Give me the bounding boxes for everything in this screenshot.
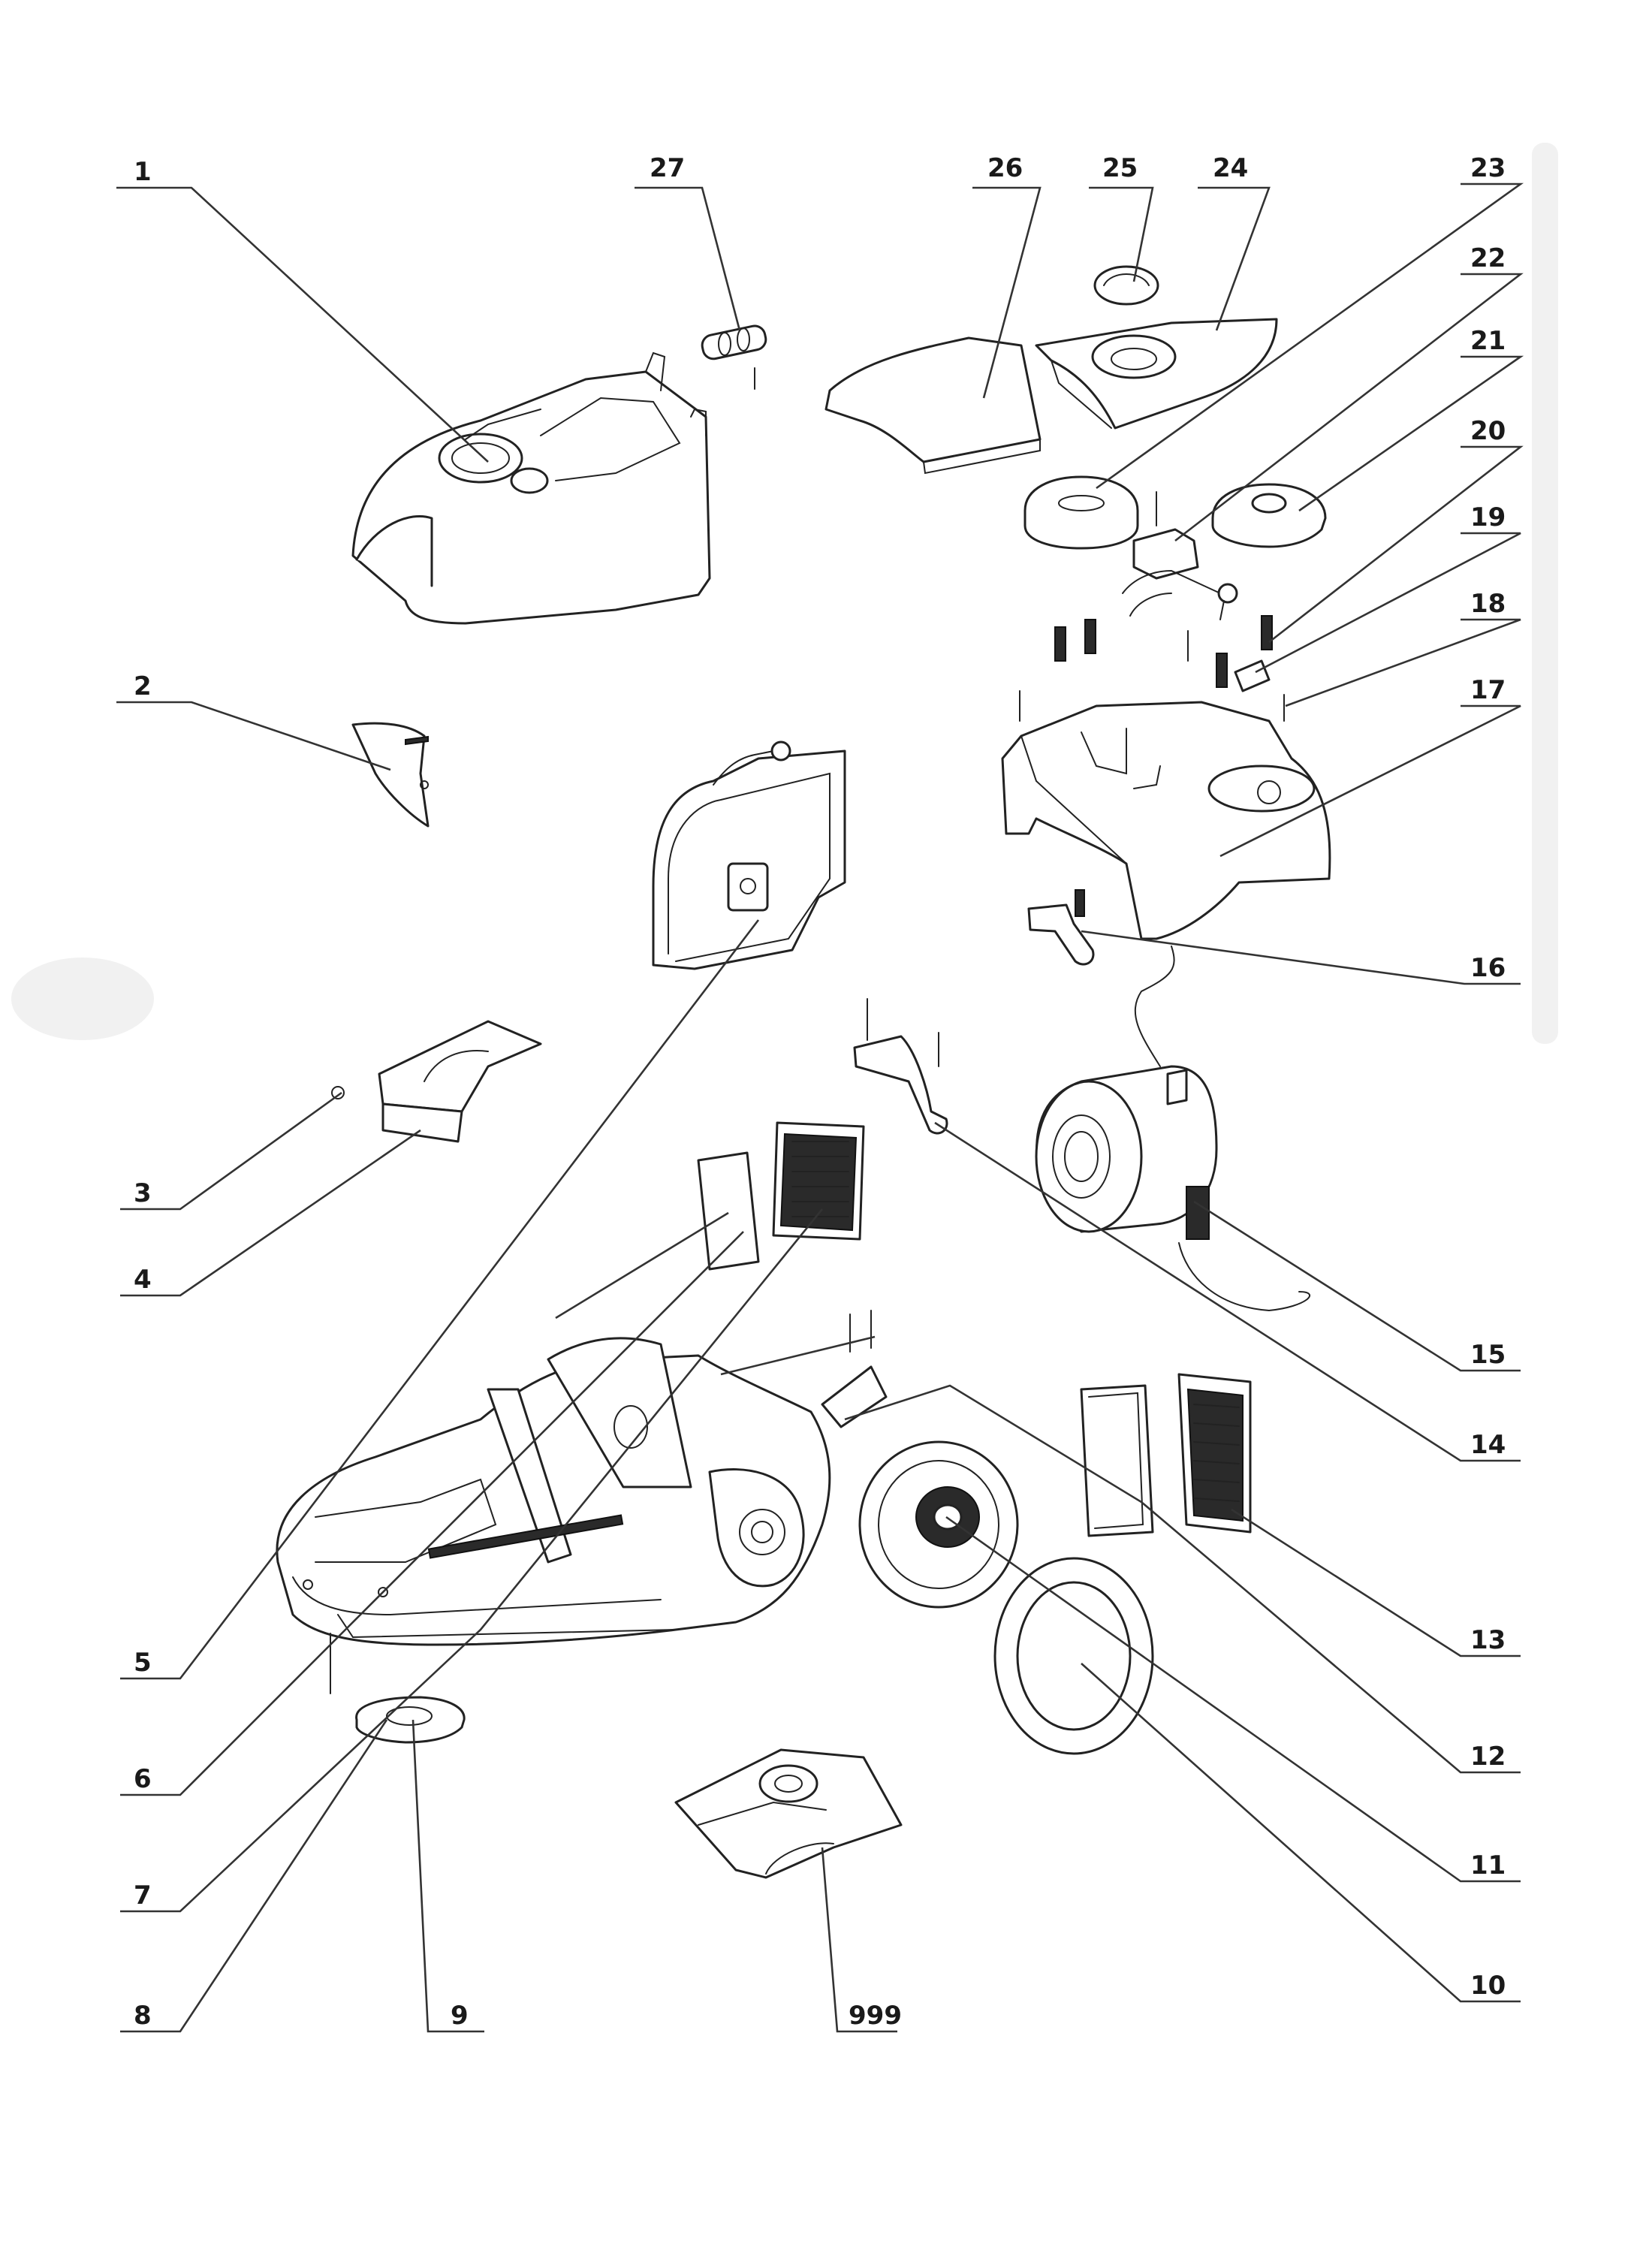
callout-14: 14	[1470, 1430, 1506, 1460]
part-8-grille-filter	[772, 1121, 865, 1241]
part-16-bracket	[1027, 903, 1095, 966]
callout-11: 11	[1470, 1850, 1506, 1881]
callout-10: 10	[1470, 1971, 1506, 2001]
callout-12: 12	[1470, 1742, 1506, 1772]
callout-9: 9	[451, 2001, 469, 2031]
part-26-lid	[824, 336, 1042, 475]
part-1-top-cover	[351, 351, 711, 625]
callout-19: 19	[1470, 502, 1506, 532]
callout-6: 6	[134, 1764, 152, 1794]
callout-4: 4	[134, 1265, 152, 1295]
part-21-disc-cap	[1211, 483, 1327, 548]
callout-22: 22	[1470, 243, 1506, 273]
callout-999: 999	[849, 2001, 902, 2031]
part-27-valve	[701, 324, 767, 390]
part-23-disc-cap	[1023, 475, 1139, 550]
part-13-grille	[1177, 1373, 1252, 1534]
part-15-motor	[1035, 946, 1310, 1312]
callout-26: 26	[987, 153, 1023, 183]
part-5-bag-holder	[652, 740, 846, 970]
callout-7: 7	[134, 1881, 152, 1911]
callout-3: 3	[134, 1178, 152, 1208]
callout-17: 17	[1470, 675, 1506, 705]
callout-16: 16	[1470, 953, 1506, 983]
part-9-caster	[355, 1696, 466, 1744]
part-7-filter-pad	[697, 1151, 760, 1271]
callout-23: 23	[1470, 153, 1506, 183]
part-10-ring	[993, 1557, 1154, 1755]
part-17-motor-housing	[1001, 701, 1331, 940]
callout-25: 25	[1102, 153, 1138, 183]
leader-lines	[116, 182, 1524, 2033]
part-999-dust-bag	[674, 1748, 903, 1879]
part-25-dome	[1093, 265, 1159, 306]
callout-13: 13	[1470, 1625, 1506, 1655]
part-2-flap	[351, 722, 430, 828]
scan-smudge-left	[11, 958, 154, 1040]
callout-8: 8	[134, 2001, 152, 2031]
part-24-top-panel	[1035, 318, 1278, 430]
part-14-clamp	[853, 998, 948, 1135]
part-19-clip	[1234, 659, 1271, 692]
callout-20: 20	[1470, 416, 1506, 446]
callout-5: 5	[134, 1648, 152, 1678]
callout-15: 15	[1470, 1340, 1506, 1370]
part-11-round-housing	[821, 1310, 1019, 1609]
callout-24: 24	[1213, 153, 1248, 183]
base-body	[276, 1337, 831, 1694]
callout-27: 27	[650, 153, 685, 183]
scan-smudge-right	[1532, 143, 1558, 1044]
callout-21: 21	[1470, 326, 1506, 356]
callout-1: 1	[134, 157, 152, 187]
part-12-filter	[1080, 1384, 1154, 1537]
callout-2: 2	[134, 671, 152, 701]
callout-labels: 1 2 3 4 5 6 7 8 9 10 11 12 13 14 15 16 1…	[134, 153, 1506, 2031]
callout-18: 18	[1470, 589, 1506, 619]
part-22-switch-assembly	[1122, 491, 1238, 620]
part-3-4-foot-bracket	[331, 1020, 542, 1143]
